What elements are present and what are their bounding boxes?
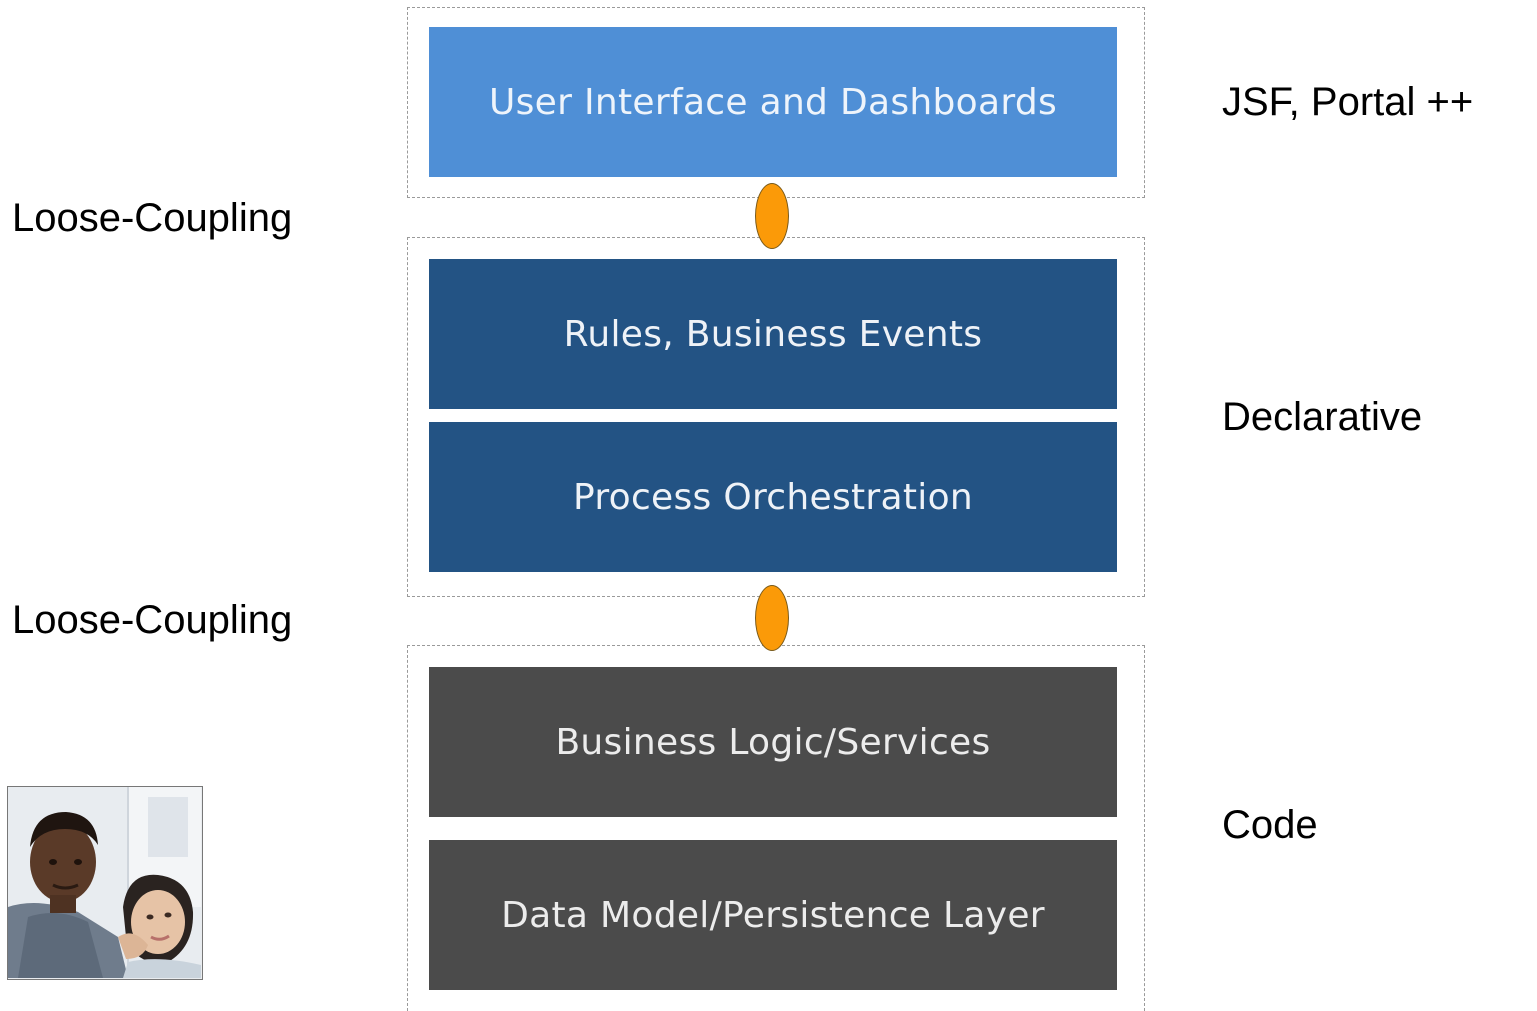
rules-events-layer: Rules, Business Events [429,259,1117,409]
data-model-label: Data Model/Persistence Layer [501,894,1045,936]
ui-dashboards-layer: User Interface and Dashboards [429,27,1117,177]
data-model-layer: Data Model/Persistence Layer [429,840,1117,990]
business-logic-layer: Business Logic/Services [429,667,1117,817]
process-orchestration-label: Process Orchestration [572,476,974,518]
code-category-label: Code [1222,803,1318,847]
lower-loose-coupling-label: Loose-Coupling [12,598,293,642]
people-photo-icon [7,786,203,980]
rules-events-label: Rules, Business Events [563,313,983,355]
ui-technology-label: JSF, Portal ++ [1222,80,1474,124]
ui-dashboards-label: User Interface and Dashboards [488,81,1058,123]
business-logic-label: Business Logic/Services [555,721,991,763]
process-orchestration-layer: Process Orchestration [429,422,1117,572]
upper-coupling-connector [755,183,789,249]
declarative-category-label: Declarative [1222,395,1423,439]
lower-coupling-connector [755,585,789,651]
upper-loose-coupling-label: Loose-Coupling [12,196,293,240]
